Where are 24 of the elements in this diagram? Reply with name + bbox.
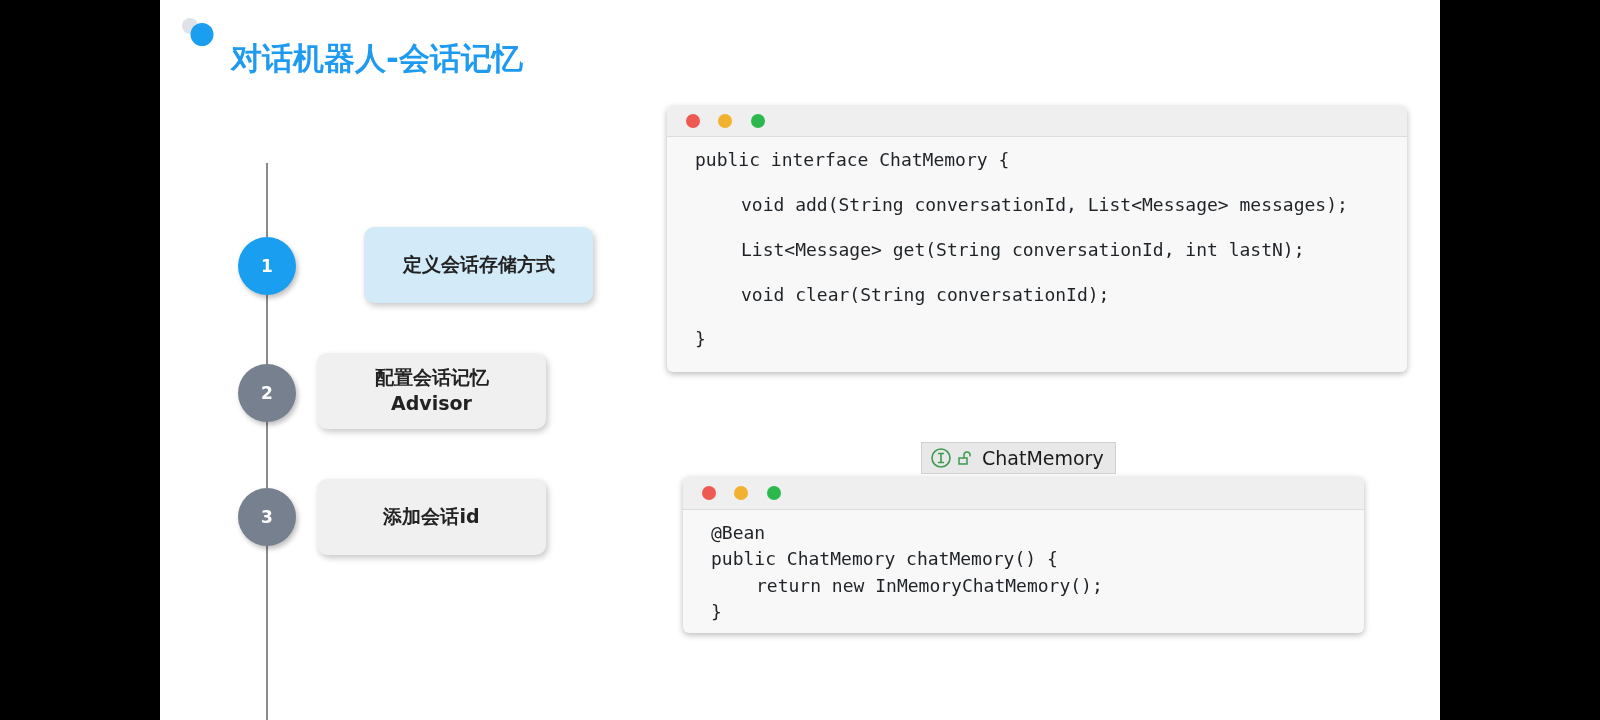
code-line: void clear(String conversationId); [741,283,1110,307]
code-window [683,477,1364,633]
timeline-line [266,545,268,720]
code-line: } [695,327,706,351]
step-number-badge: 3 [238,488,296,546]
step-number-badge: 2 [238,364,296,422]
code-line: } [711,600,722,624]
step-number-badge: 1 [238,237,296,295]
timeline-line [266,294,268,365]
timeline-line [266,421,268,489]
code-line: public ChatMemory chatMemory() { [711,547,1058,571]
type-name: ChatMemory [982,446,1104,470]
code-line: public interface ChatMemory { [695,148,1010,172]
step-card: 配置会话记忆 Advisor [317,353,546,429]
step-card: 定义会话存储方式 [364,227,593,303]
step-card: 添加会话id [317,479,546,555]
code-line: return new InMemoryChatMemory(); [756,574,1103,598]
code-line: @Bean [711,521,766,545]
tooltip [921,442,1116,474]
timeline-line [266,162,268,238]
code-line: List<Message> get(String conversationId, int lastN); [741,238,1305,262]
slide-title: 对话机器人-会话记忆 [231,39,523,78]
code-window [667,106,1407,372]
code-line: void add(String conversationId, List<Message> messages); [741,193,1348,217]
